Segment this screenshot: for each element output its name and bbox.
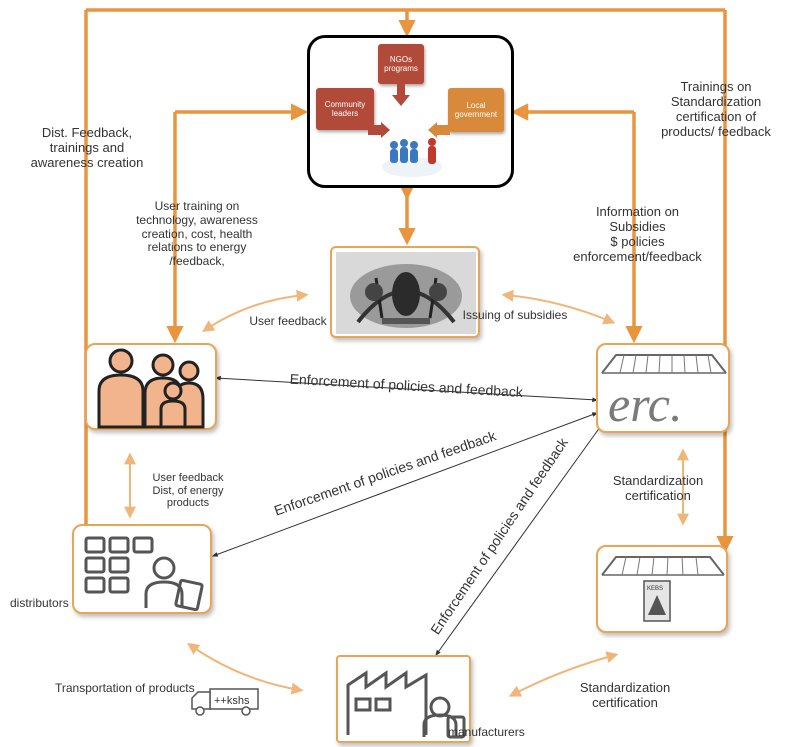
ministry-box bbox=[330, 246, 480, 338]
standardization-1-line-2: certification bbox=[625, 487, 691, 503]
ministry-erc-arrow bbox=[501, 289, 616, 325]
trainings-line-2: Standardization bbox=[670, 93, 762, 109]
kebs-standards-icon: KEBS bbox=[643, 580, 671, 622]
svg-text:++kshs: ++kshs bbox=[214, 695, 250, 707]
user-training-line-1: User training on bbox=[154, 199, 240, 213]
standardization-label-1: Standardization certification bbox=[598, 473, 718, 504]
down-arrow-icon bbox=[392, 84, 410, 106]
community-leaders-card: Community leaders bbox=[316, 88, 374, 130]
standardization-2-line-1: Standardization bbox=[579, 680, 671, 695]
user-training-line-2: technology, awareness bbox=[136, 212, 258, 227]
trainings-standardization-label: Trainings on Standardization certificati… bbox=[640, 79, 792, 140]
right-arrow-icon bbox=[368, 122, 390, 138]
truck-icon: ++kshs bbox=[191, 688, 259, 716]
kebs-box: KEBS bbox=[596, 545, 728, 633]
left-arrow-icon bbox=[428, 122, 450, 138]
people-meeting-icon bbox=[382, 138, 442, 177]
manufacturers-box bbox=[336, 655, 471, 743]
ngos-programs-card: NGOs programs bbox=[378, 44, 424, 84]
user-training-label: User training on technology, awareness c… bbox=[122, 199, 272, 269]
local-government-card: Local government bbox=[448, 88, 504, 132]
user-feedback-dist-line-1: User feedback bbox=[152, 472, 224, 484]
distributors-manufacturers-arrow bbox=[187, 642, 304, 695]
erc-logo: erc. bbox=[608, 376, 683, 431]
users-box bbox=[85, 343, 217, 430]
user-feedback-dist-line-2: Dist, of energy bbox=[152, 484, 224, 497]
dist-feedback-label: Dist. Feedback, trainings and awareness … bbox=[12, 125, 162, 171]
trainings-line-3: certification of bbox=[675, 108, 757, 124]
user-training-line-5: /feedback, bbox=[169, 254, 225, 269]
issuing-subsidies-label: Issuing of subsidies bbox=[462, 308, 568, 322]
transportation-label: Transportation of products bbox=[55, 681, 195, 695]
info-line-2: Subsidies bbox=[609, 218, 666, 234]
coat-of-arms-icon bbox=[336, 252, 476, 334]
trainings-line-1: Trainings on bbox=[680, 79, 752, 94]
info-line-4: enforcement/feedback bbox=[573, 248, 702, 264]
standardization-label-2: Standardization certification bbox=[565, 680, 685, 711]
standardization-2-line-2: certification bbox=[592, 694, 658, 710]
shop-clipboard-icon bbox=[84, 536, 204, 612]
manufacturers-kebs-arrow bbox=[508, 651, 619, 697]
information-subsidies-label: Information on Subsidies $ policies enfo… bbox=[555, 204, 720, 265]
dist-feedback-line-3: awareness creation bbox=[30, 154, 144, 170]
distributors-label: distributors bbox=[10, 596, 69, 610]
manufacturers-label: manufacturers bbox=[448, 725, 525, 739]
enforcement-arrows bbox=[211, 375, 604, 656]
users-ministry-arrow bbox=[202, 289, 309, 332]
info-line-3: $ policies bbox=[610, 233, 665, 249]
svg-text:KEBS: KEBS bbox=[647, 586, 663, 592]
kebs-building-icon: KEBS bbox=[601, 556, 725, 622]
orange-flow-lines bbox=[77, 8, 734, 559]
erc-users-arrow bbox=[214, 375, 599, 403]
dist-feedback-line-1: Dist. Feedback, bbox=[41, 125, 133, 140]
distributors-box bbox=[72, 524, 212, 614]
standardization-1-line-1: Standardization bbox=[612, 473, 704, 488]
government-stakeholders-box: NGOs programs Community leaders Local go… bbox=[307, 35, 514, 188]
erc-box: erc. bbox=[596, 343, 730, 433]
user-training-line-4: relations to energy bbox=[147, 240, 247, 255]
user-feedback-dist-label: User feedback Dist, of energy products bbox=[138, 472, 238, 510]
trainings-line-4: products/ feedback bbox=[661, 123, 771, 139]
user-training-line-3: creation, cost, health bbox=[141, 226, 253, 241]
erc-building-icon: erc. bbox=[601, 354, 727, 431]
light-arrows bbox=[124, 289, 689, 697]
family-icon bbox=[97, 348, 205, 429]
factory-icon bbox=[346, 670, 466, 739]
info-line-1: Information on bbox=[595, 204, 680, 219]
dist-feedback-line-2: trainings and bbox=[49, 139, 125, 155]
user-feedback-top-label: User feedback bbox=[249, 314, 327, 328]
erc-manufacturers-arrow bbox=[435, 422, 604, 656]
user-feedback-dist-line-3: products bbox=[166, 497, 210, 510]
